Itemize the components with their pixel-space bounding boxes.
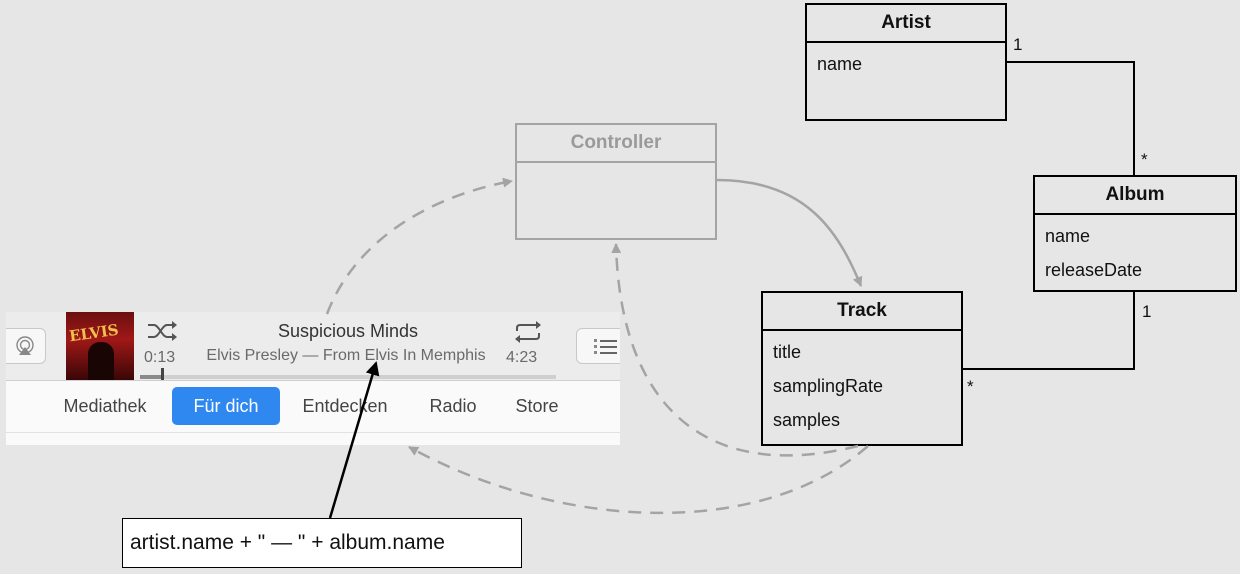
tab-fuer-dich[interactable]: Für dich [172,387,280,425]
album-track-association [963,292,1135,370]
cover-text: ELVIS [67,320,120,346]
artist-title: Artist [807,5,1005,43]
album-attr-releasedate: releaseDate [1045,260,1143,280]
artist-attr-name: name [817,54,863,74]
album-class: Album name releaseDate [1033,175,1237,292]
elapsed-time: 0:13 [144,349,176,366]
album-attributes: name releaseDate [1035,215,1235,291]
album-multiplicity-top: * [1141,150,1148,169]
track-multiplicity: * [967,377,974,396]
repeat-icon[interactable] [512,320,544,344]
song-subtitle: Elvis Presley — From Elvis In Memphis [206,347,486,364]
album-multiplicity-bottom: 1 [1142,302,1152,321]
album-attr-name: name [1045,226,1091,246]
list-icon [594,339,617,354]
track-attributes: title samplingRate samples [763,331,961,441]
track-title: Track [763,293,961,331]
track-player-arrow [408,445,869,515]
track-attr-title: title [773,342,802,362]
nav-tabs: Mediathek Für dich Entdecken Radio Store [6,387,620,425]
track-attr-samples: samples [773,410,841,430]
progress-bar[interactable] [140,368,556,380]
up-next-button[interactable] [576,328,620,364]
artist-album-association [1007,61,1135,175]
formula-note: artist.name + " — " + album.name [122,518,522,568]
artist-class: Artist name [805,3,1007,121]
airplay-icon [16,336,34,355]
album-title: Album [1035,177,1235,215]
music-player-screenshot: ELVIS Suspicious Minds 0:13 Elvis Presle… [6,312,620,445]
cover-figure [88,342,114,380]
track-class: Track title samplingRate samples [761,291,963,446]
total-time: 4:23 [506,349,538,366]
song-title: Suspicious Minds [277,321,419,341]
progress-fill [140,375,161,379]
tab-entdecken[interactable]: Entdecken [302,396,388,416]
controller-title: Controller [517,125,715,163]
controller-class: Controller [515,123,717,240]
shuffle-icon[interactable] [146,320,178,342]
tab-store[interactable]: Store [515,396,559,416]
nav-divider [6,432,620,433]
album-cover: ELVIS [66,312,134,380]
artist-attributes: name [807,43,1005,85]
tab-radio[interactable]: Radio [429,396,477,416]
now-playing-display: Suspicious Minds 0:13 Elvis Presley — Fr… [140,312,556,380]
controller-track-arrow [716,178,863,287]
progress-knob[interactable] [160,368,164,380]
artist-multiplicity: 1 [1013,35,1023,54]
player-controller-arrow [325,177,513,315]
track-attr-samplingrate: samplingRate [773,376,884,396]
player-toolbar: ELVIS Suspicious Minds 0:13 Elvis Presle… [6,312,620,381]
tab-mediathek[interactable]: Mediathek [63,396,147,416]
airplay-button[interactable] [6,328,46,364]
